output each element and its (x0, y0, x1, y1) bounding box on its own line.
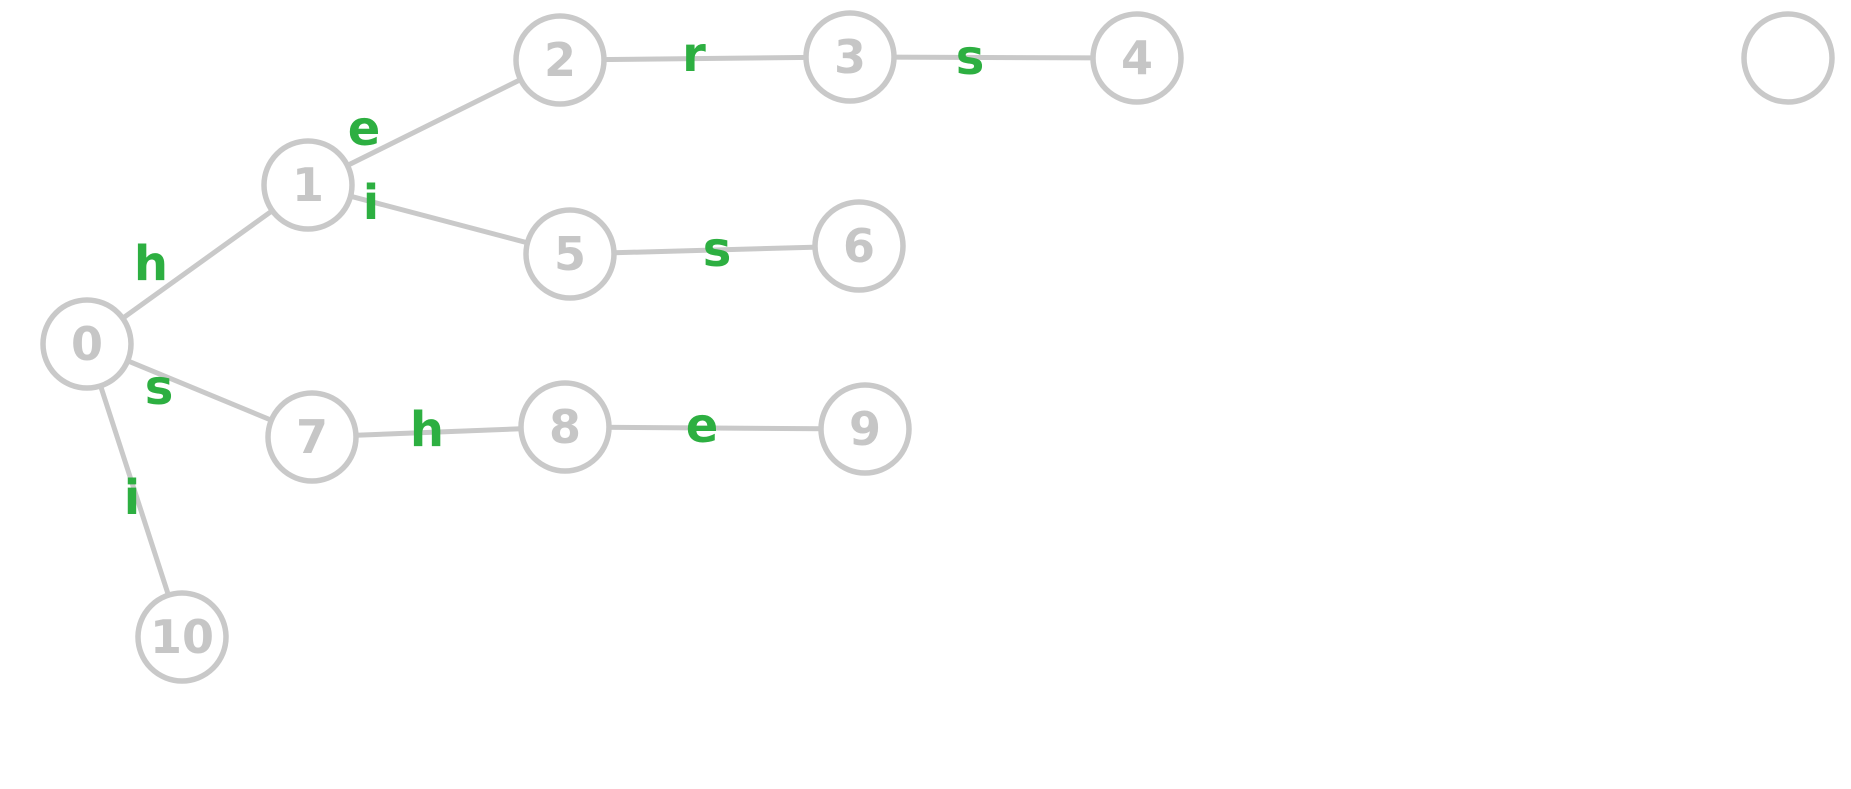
graph-edge-5-6 (569, 243, 860, 257)
graph-edge-label-5-6: s (703, 222, 732, 278)
graph-node-circle-7 (265, 390, 359, 484)
graph-edge-3-4 (849, 54, 1138, 61)
graph-edge-label-0-1: h (134, 236, 168, 292)
graph-node-label-10: 10 (150, 610, 214, 664)
graph-node-label-4: 4 (1121, 31, 1153, 85)
graph-node-label-9: 9 (849, 402, 881, 456)
graph-edge-label-1-5: i (363, 175, 379, 231)
graph-edge-label-1-2: e (348, 101, 381, 157)
graph-edge-label-0-10: i (124, 470, 140, 526)
graph-node-circle-6 (812, 199, 906, 293)
graph-node-circle-3 (803, 10, 897, 104)
graph-node-circle-10 (135, 590, 229, 684)
graph-edge-label-0-7: s (145, 360, 174, 416)
graph-node-label-2: 2 (544, 33, 576, 87)
graph-node-circle-2 (513, 13, 607, 107)
graph-edge-1-2 (306, 57, 562, 188)
graph-node-circle-5 (523, 207, 617, 301)
graph-edge-2-3 (559, 54, 851, 63)
graph-edge-label-8-9: e (686, 398, 719, 454)
graph-edge-0-10 (84, 343, 185, 638)
graph-node-circle-8 (518, 380, 612, 474)
graph-node-circle-0 (40, 297, 134, 391)
graph-node-label-3: 3 (834, 30, 866, 84)
graph-node-label-6: 6 (843, 219, 875, 273)
graph-node-label-8: 8 (549, 400, 581, 454)
graph-node-label-5: 5 (554, 227, 586, 281)
graph-edge-8-9 (564, 424, 866, 432)
graph-edge-label-7-8: h (410, 402, 444, 458)
graph-node-circle-9 (818, 382, 912, 476)
graph-node-label-7: 7 (296, 410, 328, 464)
graph-node-circle-4 (1090, 11, 1184, 105)
graph-edge-label-3-4: s (956, 30, 985, 86)
graph-node-label-0: 0 (71, 317, 103, 371)
graph-node-circle-1 (261, 138, 355, 232)
graph-node-label-1: 1 (292, 158, 324, 212)
graph-edge-label-2-3: r (682, 27, 706, 83)
graph-node-circle-lone (1741, 11, 1835, 105)
